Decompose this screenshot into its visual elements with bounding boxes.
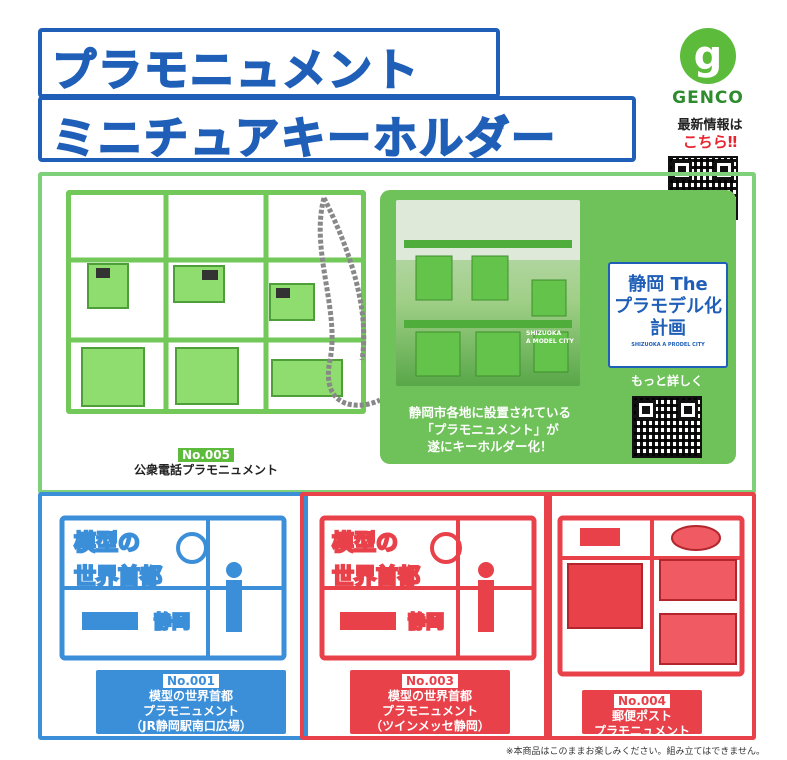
more-info-label: もっと詳しく bbox=[630, 374, 703, 388]
plamodel-logo-line2: プラモデル化 bbox=[614, 296, 722, 317]
plamodel-logo-sub: SHIZUOKA A PRODEL CITY bbox=[631, 342, 705, 348]
red-sprue-image-1: 模型の 世界首都 静岡 bbox=[319, 515, 537, 661]
item-badge-003: No.003 模型の世界首都 プラモニュメント （ツインメッセ静岡） bbox=[350, 670, 510, 734]
red-sprue-image-2 bbox=[557, 515, 745, 677]
title-line-2: ミニチュアキーホルダー bbox=[51, 112, 558, 165]
description-line3: 遂にキーホルダー化！ bbox=[427, 439, 553, 454]
red-sprue-text-3: 静岡 bbox=[408, 611, 444, 633]
latest-info-line1: 最新情報は bbox=[677, 118, 743, 133]
footer-note: ※本商品はこのままお楽しみください。組み立てはできません。 bbox=[505, 747, 765, 757]
blue-sprue-text-3: 静岡 bbox=[154, 611, 190, 633]
item-name-line2: プラモニュメント bbox=[142, 704, 239, 718]
photo-caption-2: A MODEL CITY bbox=[526, 338, 574, 345]
red-sprue-text-1: 模型の bbox=[332, 531, 398, 556]
description-line1: 静岡市各地に設置されている bbox=[408, 405, 572, 420]
latest-info-line2: こちら‼ bbox=[682, 133, 738, 151]
genco-logo[interactable]: g GENCO bbox=[668, 28, 748, 108]
latest-info: 最新情報は こちら‼ bbox=[668, 118, 752, 150]
item-number: No.005 bbox=[178, 448, 234, 462]
description-line2: 「プラモニュメント」が bbox=[421, 422, 559, 437]
monument-photo: SHIZUOKA A MODEL CITY bbox=[396, 200, 580, 386]
ball-chain-icon bbox=[317, 196, 382, 408]
item-badge-001: No.001 模型の世界首都 プラモニュメント （JR静岡駅南口広場） bbox=[96, 670, 286, 734]
item-name-line3: （ツインメッセ静岡） bbox=[370, 719, 490, 733]
blue-sprue-text-1: 模型の bbox=[74, 531, 140, 556]
plamodel-logo-line3: 計画 bbox=[650, 318, 686, 339]
item-badge-005: No.005 公衆電話プラモニュメント bbox=[126, 444, 286, 482]
item-badge-004: No.004 郵便ポスト プラモニュメント bbox=[582, 690, 702, 738]
genco-mark-icon: g bbox=[680, 28, 736, 84]
blue-sprue-image: 模型の 世界首都 静岡 bbox=[59, 515, 287, 661]
blue-sprue-text-2: 世界首都 bbox=[74, 564, 162, 590]
item-number: No.001 bbox=[163, 674, 219, 688]
item-name-line1: 公衆電話プラモニュメント bbox=[133, 463, 278, 477]
item-name-line2: プラモニュメント bbox=[381, 704, 478, 718]
item-name-line3: （JR静岡駅南口広場） bbox=[130, 719, 252, 733]
photo-caption-1: SHIZUOKA bbox=[526, 330, 562, 337]
item-name-line1: 模型の世界首都 bbox=[148, 689, 233, 703]
plamodel-logo-line1: 静岡 The bbox=[628, 274, 708, 295]
qr-code-more-icon[interactable] bbox=[632, 396, 702, 458]
title-box-2 bbox=[38, 96, 636, 162]
plamodel-project-logo[interactable]: 静岡 The プラモデル化 計画 SHIZUOKA A PRODEL CITY bbox=[608, 262, 728, 368]
item-name-line1: 郵便ポスト bbox=[611, 709, 672, 723]
item-number: No.004 bbox=[614, 694, 670, 708]
title-line-1: プラモニュメント bbox=[51, 44, 420, 97]
genco-logo-text: GENCO bbox=[672, 88, 744, 108]
item-name-line2: プラモニュメント bbox=[593, 724, 690, 738]
blue-sprue-frame bbox=[38, 492, 308, 740]
red-sprue-frame-b bbox=[544, 492, 756, 740]
description: 静岡市各地に設置されている 「プラモニュメント」が 遂にキーホルダー化！ bbox=[392, 404, 588, 455]
item-name-line1: 模型の世界首都 bbox=[387, 689, 472, 703]
item-number: No.003 bbox=[402, 674, 458, 688]
red-sprue-text-2: 世界首都 bbox=[332, 564, 420, 590]
red-sprue-frame-a bbox=[300, 492, 552, 740]
